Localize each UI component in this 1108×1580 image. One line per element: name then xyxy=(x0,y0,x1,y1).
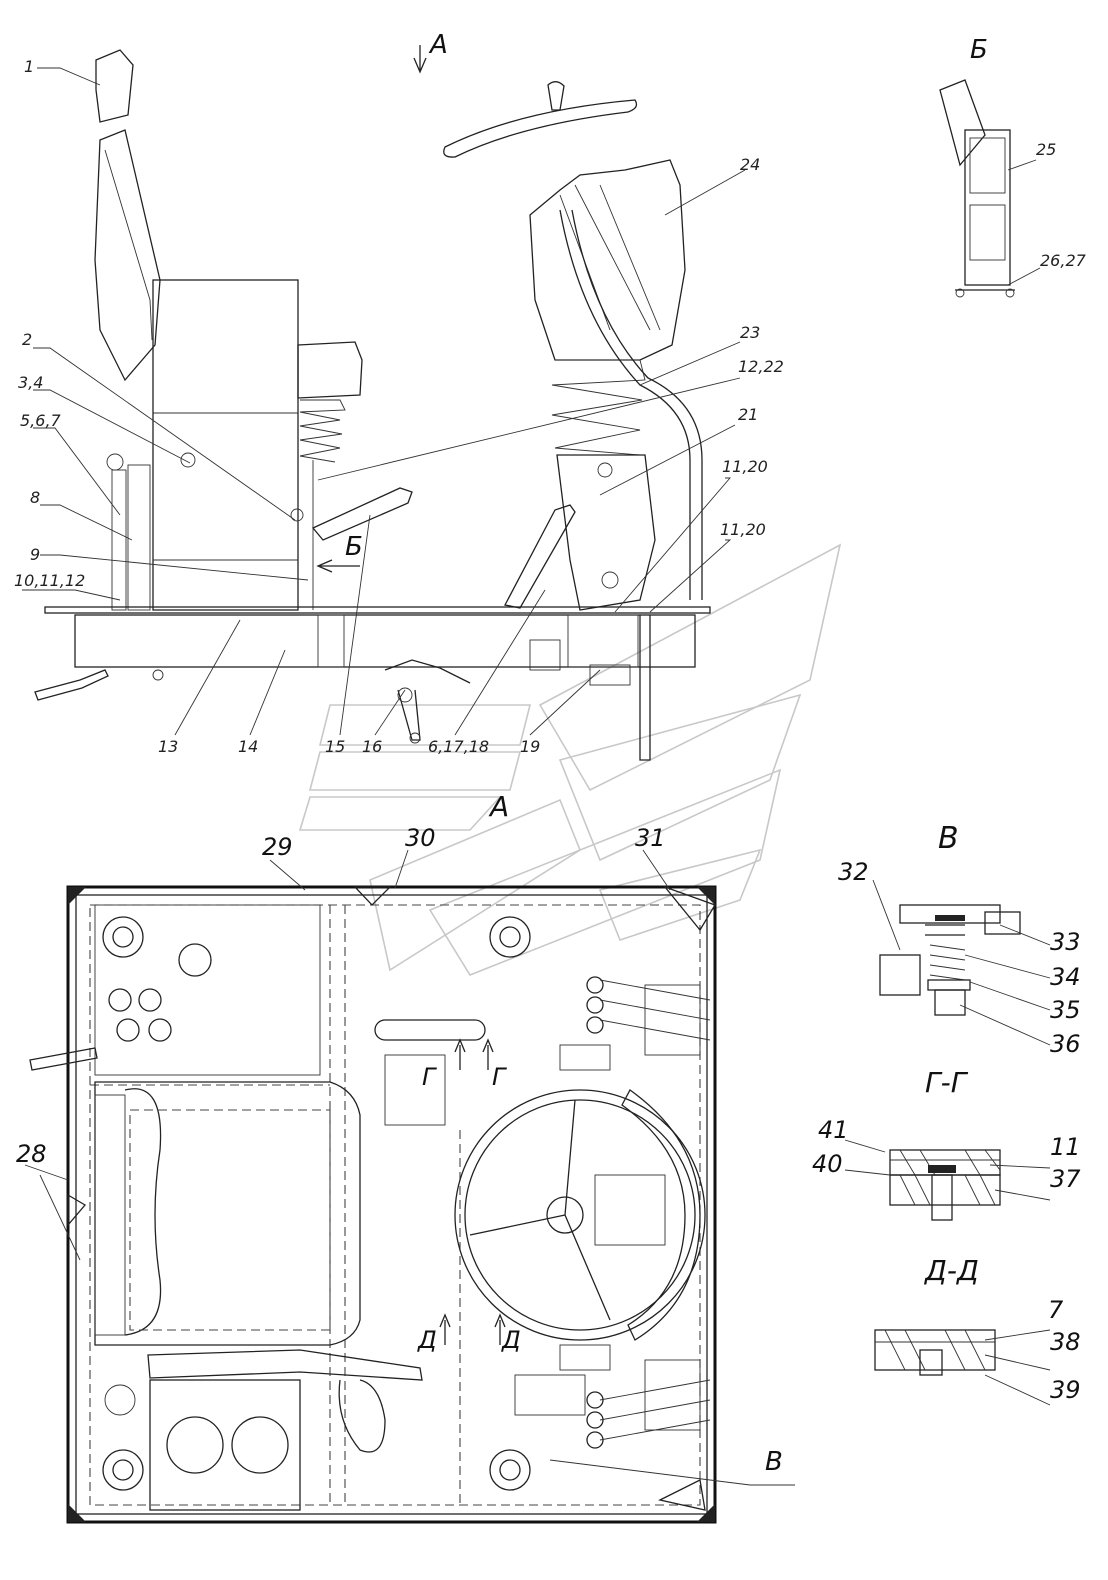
view-a-label: А xyxy=(428,30,448,60)
lever-group-top xyxy=(586,976,711,1056)
detail-v xyxy=(879,904,1021,1016)
callout-11-20-a: 11,20 xyxy=(722,457,768,476)
callout-25: 25 xyxy=(1036,140,1056,159)
callout-1: 1 xyxy=(24,57,34,76)
view-b xyxy=(939,79,1015,298)
plan-view-label: А xyxy=(488,790,509,823)
section-g-title: Г-Г xyxy=(925,1066,969,1099)
callout-33: 33 xyxy=(1050,928,1081,956)
brake-pedal xyxy=(504,504,576,609)
callout-21: 21 xyxy=(738,405,758,424)
cut-g-left: Г xyxy=(422,1063,437,1091)
callout-15: 15 xyxy=(325,737,345,756)
steering-knob xyxy=(547,81,565,111)
watermark-logo xyxy=(298,543,842,976)
callout-8: 8 xyxy=(30,488,40,507)
detail-v-marker: В xyxy=(765,1447,783,1477)
seat-back-detail xyxy=(939,79,986,167)
callout-2: 2 xyxy=(22,330,32,349)
seat-cabinet xyxy=(152,279,299,611)
callout-36: 36 xyxy=(1050,1030,1081,1058)
detail-v-title: В xyxy=(938,821,959,856)
plan-outer-frame xyxy=(66,885,717,1524)
plan-steering-wheel xyxy=(454,1089,706,1341)
callout-11-section: 11 xyxy=(1050,1133,1081,1161)
callout-35: 35 xyxy=(1050,996,1081,1024)
tow-hook xyxy=(34,669,109,701)
callout-29: 29 xyxy=(262,833,293,861)
column-base xyxy=(556,454,656,611)
callout-12-22: 12,22 xyxy=(738,357,784,376)
plan-hand-lever xyxy=(147,1349,423,1381)
floor-plate xyxy=(44,606,711,614)
headrest xyxy=(95,49,134,123)
pedal-linkage xyxy=(384,659,471,741)
seat-backrest xyxy=(94,129,161,382)
callout-41: 41 xyxy=(818,1116,849,1144)
callout-14: 14 xyxy=(238,737,258,756)
column-bellows xyxy=(551,359,646,456)
callout-16: 16 xyxy=(362,737,382,756)
callout-19: 19 xyxy=(520,737,540,756)
section-d-d xyxy=(874,1329,996,1376)
callout-11-20-b: 11,20 xyxy=(720,520,766,539)
lever-group-bottom xyxy=(586,1359,711,1449)
callout-24: 24 xyxy=(740,155,760,174)
cut-b-label: Б xyxy=(345,532,363,562)
callout-23: 23 xyxy=(740,323,760,342)
callout-34: 34 xyxy=(1050,963,1081,991)
support-tube xyxy=(559,209,691,600)
side-view xyxy=(34,49,711,761)
callout-3-4: 3,4 xyxy=(18,373,43,392)
callout-13: 13 xyxy=(158,737,178,756)
callout-9: 9 xyxy=(30,545,40,564)
steering-column-housing xyxy=(529,159,686,361)
callout-5-6-7: 5,6,7 xyxy=(20,411,62,430)
cut-g-right: Г xyxy=(492,1063,507,1091)
callout-10-11-12: 10,11,12 xyxy=(14,571,85,590)
callout-31: 31 xyxy=(635,824,666,852)
callout-40: 40 xyxy=(812,1150,843,1178)
section-d-title: Д-Д xyxy=(923,1254,979,1287)
cut-d-left: Д xyxy=(417,1326,437,1354)
callout-26-27: 26,27 xyxy=(1040,251,1087,270)
cut-d-right: Д xyxy=(501,1326,521,1354)
steering-wheel xyxy=(443,99,638,158)
callout-32: 32 xyxy=(838,858,869,886)
seat-cushion xyxy=(297,341,363,399)
frame-beam xyxy=(74,614,696,668)
panel-25 xyxy=(964,129,1011,286)
callout-37: 37 xyxy=(1050,1165,1081,1193)
parking-lever xyxy=(111,469,127,611)
seat-bellows xyxy=(299,399,346,463)
lever-19 xyxy=(639,615,651,761)
view-b-title: Б xyxy=(970,35,988,65)
callout-30: 30 xyxy=(405,824,436,852)
plan-seat xyxy=(94,1081,361,1346)
callout-28: 28 xyxy=(16,1140,47,1168)
plan-view xyxy=(29,885,717,1524)
section-g-g xyxy=(889,1149,1001,1221)
callout-39: 39 xyxy=(1050,1376,1081,1404)
callout-6-17-18: 6,17,18 xyxy=(428,737,489,756)
callout-7: 7 xyxy=(1048,1296,1064,1324)
callout-38: 38 xyxy=(1050,1328,1081,1356)
leader-lines xyxy=(22,67,1051,1486)
hand-lever xyxy=(311,487,413,541)
